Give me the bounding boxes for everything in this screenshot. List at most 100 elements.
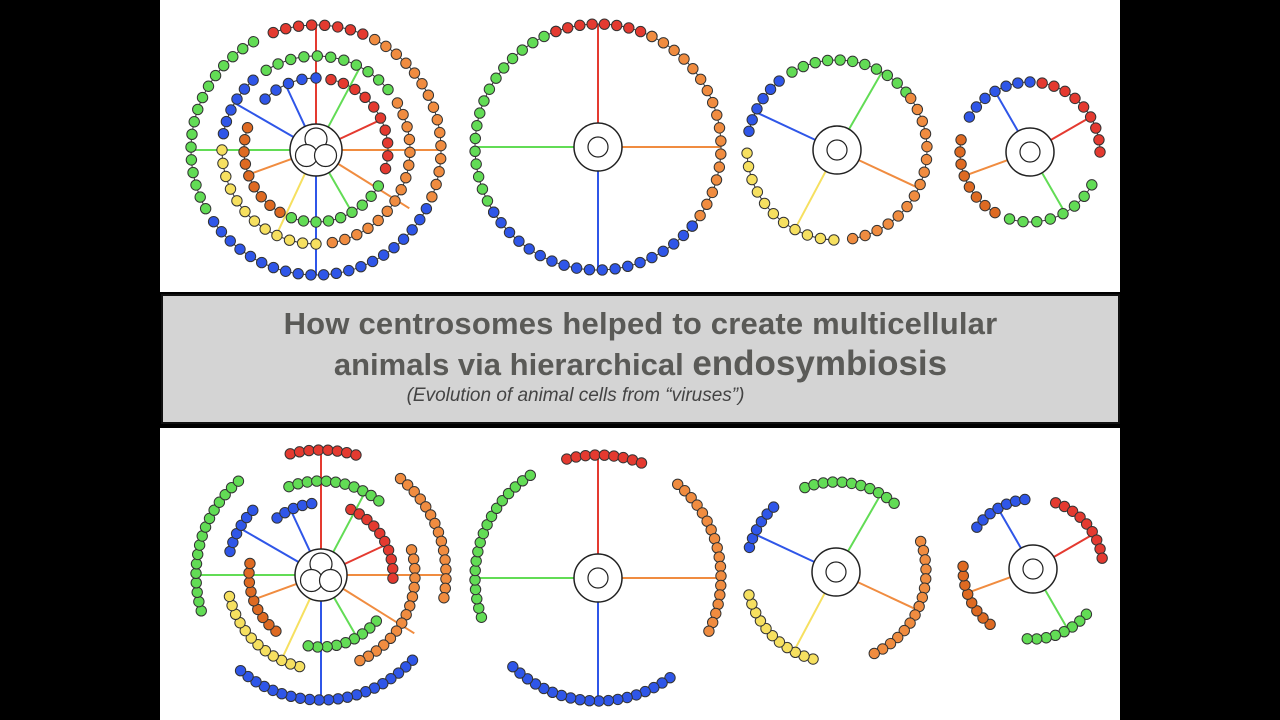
diagram-1-bot-bead [250, 676, 262, 688]
diagram-2-top-bead [570, 262, 583, 274]
diagram-1-bot-bead [374, 527, 386, 540]
diagram-3-top-bead [891, 77, 903, 89]
diagram-1-bot-bead [354, 654, 366, 667]
diagram-2-bot-bead [691, 499, 703, 511]
diagram-1-top-bead [231, 195, 243, 207]
diagram-4-top-bead [955, 158, 967, 170]
diagram-1-top-bead [365, 190, 377, 202]
diagram-2-bot-centriole [587, 567, 609, 589]
diagram-1-bot-bead [239, 624, 251, 637]
diagram-4-bot-bead [1019, 493, 1031, 506]
diagram-4-top-bead [1036, 77, 1048, 89]
diagram-2-top-bead [706, 96, 719, 109]
diagram-3-bot-bead [919, 554, 931, 566]
diagram-3-top-bead [870, 63, 883, 75]
diagram-1-top-bead [400, 57, 412, 69]
diagram-4-bot-bead [1080, 608, 1093, 620]
diagram-1-top-bead [227, 51, 239, 63]
diagram-2-top-bead [506, 52, 519, 65]
diagram-1-top-bead [362, 66, 374, 78]
diagram-1-top-bead [239, 158, 252, 170]
diagram-1-top-bead [362, 222, 374, 235]
diagram-1-top-bead [185, 141, 197, 153]
diagram-4-top-spoke [994, 90, 1019, 132]
diagram-1-top-bead [310, 238, 322, 250]
diagram-1-bot-spoke [289, 509, 311, 552]
diagram-1-top-bead [296, 73, 308, 86]
diagram-4-top-bead [1057, 208, 1069, 220]
diagram-3-top-bead [920, 153, 933, 166]
diagram-1-bot-bead [223, 590, 236, 603]
diagram-1-top-spoke [284, 84, 306, 127]
diagram-3-top-bead [871, 224, 883, 237]
diagram-1-bot-bead [385, 672, 397, 685]
diagram-2-bot-bead [711, 542, 723, 554]
diagram-1-top-bead [351, 228, 363, 241]
diagram-1-top-bead [188, 116, 200, 128]
diagram-3-top-spoke [848, 71, 883, 130]
diagram-1-top-bead [298, 51, 310, 63]
diagram-4-top-bead [1090, 122, 1102, 134]
diagram-4-top-centriole [1019, 141, 1041, 163]
diagram-2-bot-bead [593, 695, 605, 707]
diagram-1-top-bead [292, 268, 304, 280]
diagram-2-bot-bead [714, 589, 726, 601]
diagram-1-bot-bead [306, 497, 318, 510]
diagram-4-top-bead [1003, 213, 1016, 225]
diagram-4-top-bead [1068, 200, 1081, 212]
diagram-1-bot-bead [356, 628, 369, 640]
diagram-1-top-bead [332, 21, 344, 33]
diagram-1-top-bead [406, 224, 418, 236]
diagram-1-top-bead [248, 215, 261, 227]
diagram-3-top-bead [882, 218, 894, 230]
diagram-3-bot-bead [767, 501, 780, 513]
diagram-1-top-bead [330, 267, 343, 280]
diagram-4-bot-bead [957, 560, 969, 572]
title-banner: How centrosomes helped to create multice… [161, 294, 1120, 424]
diagram-4-top-bead [989, 85, 1001, 98]
diagram-3-top-bead [809, 56, 821, 69]
diagram-4-top-bead [989, 206, 1001, 219]
diagram-2-bot-bead [671, 478, 684, 491]
diagram-2-bot-bead [664, 672, 676, 684]
diagram-1-bot-bead [322, 694, 335, 706]
diagram-2-top-bead [687, 63, 699, 75]
diagram-3-top-bead [859, 58, 871, 71]
diagram-1-top-bead [285, 53, 297, 66]
diagram-4-top-bead [963, 181, 976, 193]
diagram-2-top-bead [668, 44, 680, 57]
diagram-2-bot-bead [470, 555, 482, 567]
diagram-1-top-bead [190, 179, 202, 191]
diagram-1-top-bead [357, 28, 369, 40]
diagram-1-bot-bead [440, 563, 452, 576]
diagram-1-top-bead [382, 150, 394, 162]
diagram-4-top-bead [1031, 215, 1043, 228]
diagram-2-top-bead [487, 206, 500, 218]
diagram-1-top-bead [274, 206, 286, 219]
diagram-3-top-bead [746, 114, 758, 126]
diagram-4-bot-spoke [1044, 589, 1069, 631]
diagram-3-bot-bead [773, 636, 786, 648]
diagram-1-bot-bead [394, 472, 407, 485]
diagram-3-bot-bead [750, 524, 763, 536]
diagram-4-top-bead [958, 170, 970, 182]
diagram-1-top-bead [356, 199, 368, 211]
diagram-3-bot-spoke [857, 581, 918, 611]
diagram-1-top-bead [372, 180, 385, 192]
diagram-2-top-bead [706, 186, 719, 199]
diagram-3-top-bead [797, 60, 809, 73]
diagram-2-bot-bead [713, 551, 725, 563]
diagram-1-bot-bead [407, 553, 420, 565]
diagram-3-top-bead [921, 140, 933, 153]
diagram-4-top-bead [1077, 101, 1090, 113]
diagram-1-bot-bead [353, 508, 365, 520]
diagram-3-top-spoke [793, 170, 827, 230]
diagram-2-top-bead [513, 235, 525, 247]
diagram-1-top-bead [427, 101, 440, 113]
diagram-3-top-bead [905, 92, 917, 105]
diagram-1-top-bead [401, 121, 413, 133]
diagram-1-top-bead [379, 124, 391, 136]
diagram-2-top-bead [470, 158, 482, 170]
diagram-1-top-bead [231, 93, 243, 105]
diagram-3-top-bead [901, 200, 913, 213]
